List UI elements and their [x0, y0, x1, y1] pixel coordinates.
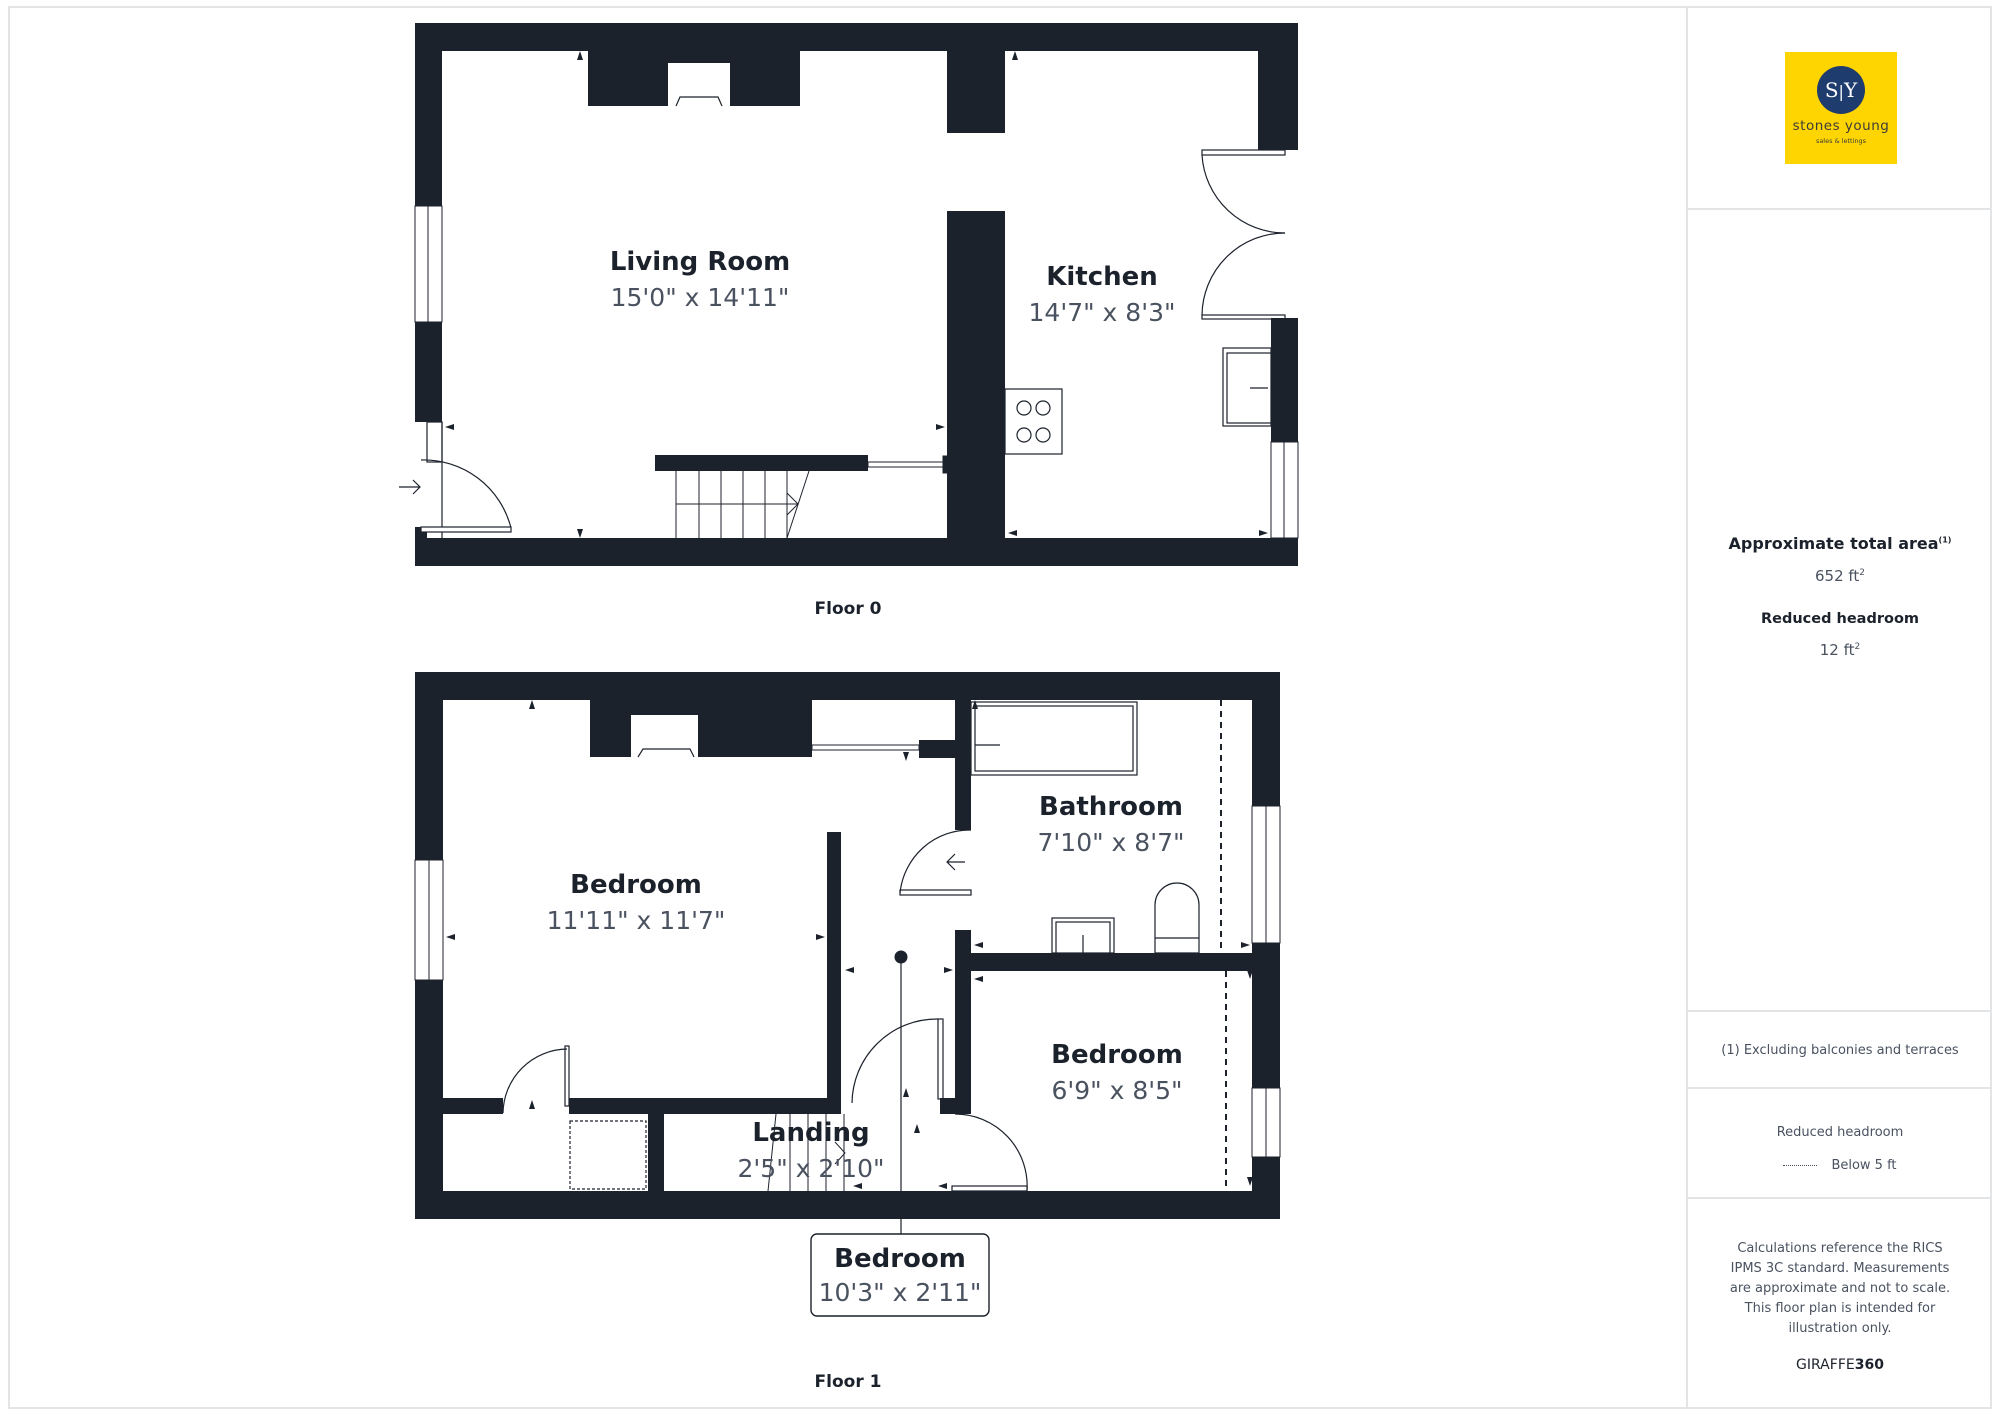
entrance-arrow-icon	[399, 479, 421, 495]
room-name: Bedroom	[570, 870, 702, 900]
door-icon	[502, 829, 1028, 1192]
front-door-icon	[420, 421, 512, 538]
room-dimensions: 7'10" x 8'7"	[1038, 828, 1185, 857]
logo-section: S|Y stones young sales & lettings	[1688, 6, 1992, 210]
giraffe360-brand: GIRAFFE360	[1796, 1357, 1884, 1373]
room-name: Landing	[752, 1118, 869, 1148]
logo-name: stones young	[1792, 118, 1890, 134]
measure-markers	[445, 51, 1268, 538]
measure-markers	[446, 700, 1253, 1189]
stairs-icon	[767, 1113, 846, 1192]
room-dimensions: 2'5" x 2'10"	[738, 1154, 885, 1183]
legend-item: Below 5 ft	[1688, 1158, 1992, 1173]
floor-label: Floor 0	[815, 599, 882, 619]
room-name: Living Room	[610, 247, 790, 277]
page-frame	[8, 6, 1992, 1409]
floor-1-walls	[415, 672, 1280, 1219]
floor-plan: Living Room 15'0" x 14'11" Kitchen 14'7"…	[399, 23, 1299, 1392]
reduced-headroom-value: 12 ft2	[1819, 641, 1861, 659]
room-name: Bedroom	[834, 1244, 966, 1274]
loft-hatch-icon	[569, 1120, 647, 1190]
footnote: (1) Excluding balconies and terraces	[1688, 1012, 1992, 1089]
window-icon	[1270, 441, 1299, 539]
floor-label: Floor 1	[815, 1372, 882, 1392]
callout-box	[810, 1233, 990, 1317]
wardrobe-door-icon	[811, 744, 920, 751]
french-doors-icon	[1201, 149, 1286, 320]
logo-monogram: S|Y	[1817, 66, 1865, 114]
room-dimensions: 11'11" x 11'7"	[547, 906, 726, 935]
logo-tagline: sales & lettings	[1815, 137, 1867, 145]
agency-logo: S|Y stones young sales & lettings	[1785, 52, 1897, 164]
disclaimer-text: Calculations reference the RICS IPMS 3C …	[1729, 1241, 1951, 1336]
room-dimensions: 14'7" x 8'3"	[1029, 298, 1176, 327]
hob-icon	[1004, 388, 1063, 455]
reduced-headroom-line	[1220, 700, 1227, 1191]
basin-icon	[1051, 917, 1115, 954]
area-section: Approximate total area(1) 652 ft2 Reduce…	[1688, 210, 1992, 1012]
disclaimer-section: Calculations reference the RICS IPMS 3C …	[1688, 1199, 1992, 1409]
room-name: Bedroom	[1051, 1040, 1183, 1070]
sidebar: S|Y stones young sales & lettings Approx…	[1686, 6, 1992, 1409]
stairs-icon	[675, 470, 810, 539]
room-name: Bathroom	[1039, 792, 1183, 822]
reduced-headroom-title: Reduced headroom	[1760, 611, 1920, 627]
bath-icon	[970, 701, 1138, 776]
room-dimensions: 10'3" x 2'11"	[819, 1278, 982, 1307]
total-area-title: Approximate total area(1)	[1728, 534, 1952, 553]
sink-icon	[1222, 347, 1272, 427]
room-name: Kitchen	[1046, 262, 1158, 292]
window-icon	[414, 805, 1281, 1158]
room-dimensions: 15'0" x 14'11"	[611, 283, 790, 312]
dotted-line-icon	[1783, 1165, 1818, 1166]
legend-title: Reduced headroom	[1776, 1125, 1904, 1140]
sliding-door-icon	[867, 455, 950, 474]
total-area-value: 652 ft2	[1814, 567, 1866, 585]
floor-0: Living Room 15'0" x 14'11" Kitchen 14'7"…	[399, 23, 1299, 619]
toilet-icon	[1154, 882, 1200, 954]
room-dimensions: 6'9" x 8'5"	[1051, 1076, 1182, 1105]
fireplace-icon	[631, 715, 698, 757]
legend-section: Reduced headroom Below 5 ft	[1688, 1089, 1992, 1199]
fireplace-icon	[668, 63, 730, 106]
floor-0-walls	[415, 23, 1298, 566]
window-icon	[414, 205, 443, 323]
floor-1: Bedroom 11'11" x 11'7" Bathroom 7'10" x …	[414, 672, 1281, 1392]
